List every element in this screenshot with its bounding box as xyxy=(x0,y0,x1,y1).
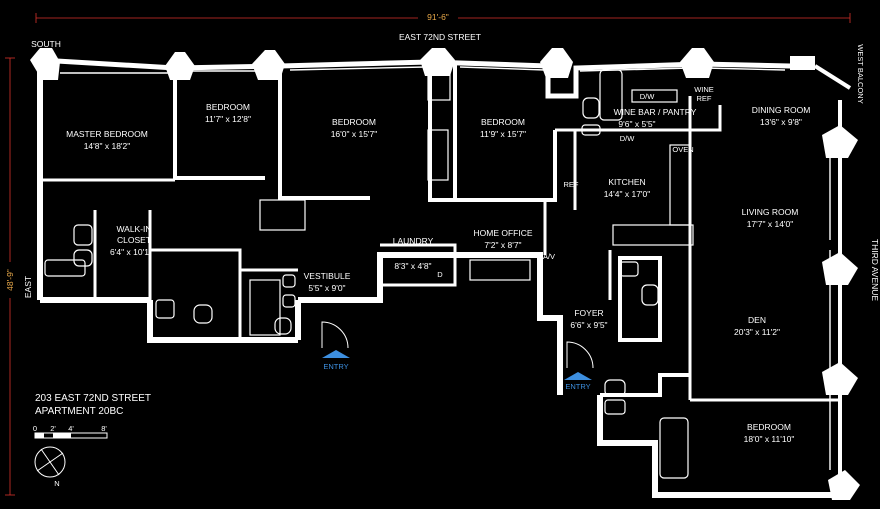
laundry-size: 8'3" x 4'8" xyxy=(394,261,431,271)
street-labels: EAST 72ND STREET SOUTH EAST THIRD AVENUE… xyxy=(23,32,880,301)
master-bedroom-size: 14'8" x 18'2" xyxy=(84,141,131,151)
dining-room-name: DINING ROOM xyxy=(752,105,811,115)
bedroom-2-size: 16'0" x 15'7" xyxy=(331,129,378,139)
ref-label: REF xyxy=(564,180,579,189)
bedroom-4-size: 18'0" x 11'10" xyxy=(744,434,795,444)
dining-room-size: 13'6" x 9'8" xyxy=(760,117,802,127)
height-dimension: 48'-9" xyxy=(5,269,15,291)
room-labels: MASTER BEDROOM 14'8" x 18'2" BEDROOM 11'… xyxy=(66,102,810,444)
entry-arrow-icon xyxy=(322,350,350,358)
oven-label: OVEN xyxy=(672,145,693,154)
dw-label: D/W xyxy=(640,92,656,101)
entry-label-1: ENTRY xyxy=(323,362,348,371)
scale-bar: 0 2' 4' 8' xyxy=(33,424,108,439)
wine-bar-size: 9'6" x 5'5" xyxy=(618,119,655,129)
columns xyxy=(30,48,860,500)
bedroom-3-size: 11'9" x 15'7" xyxy=(480,129,526,139)
east-edge-label: EAST xyxy=(23,276,33,298)
den-name: DEN xyxy=(748,315,766,325)
dw-label-2: D/W xyxy=(620,134,636,143)
compass-icon: N xyxy=(34,446,66,488)
bedroom-1-size: 11'7" x 12'8" xyxy=(205,114,251,124)
kitchen-name: KITCHEN xyxy=(608,177,645,187)
compass-north-label: N xyxy=(54,479,59,488)
kitchen-size: 14'4" x 17'0" xyxy=(604,189,651,199)
north-street-label: EAST 72ND STREET xyxy=(399,32,481,42)
living-room-size: 17'7" x 14'0" xyxy=(747,219,794,229)
scale-tick-2: 2' xyxy=(50,424,56,433)
wine-ref-label-1: WINE xyxy=(694,85,714,94)
bedroom-2-name: BEDROOM xyxy=(332,117,376,127)
vestibule-name: VESTIBULE xyxy=(304,271,351,281)
scale-tick-4: 4' xyxy=(68,424,74,433)
den-size: 20'3" x 11'2" xyxy=(734,327,780,337)
entries: ENTRY ENTRY xyxy=(321,321,594,391)
scale-tick-0: 0 xyxy=(33,424,37,433)
west-balcony-label: WEST BALCONY xyxy=(856,44,865,103)
wine-bar-name: WINE BAR / PANTRY xyxy=(614,107,697,117)
address-line-2: APARTMENT 20BC xyxy=(35,406,123,417)
walk-in-closet-name-2: CLOSET xyxy=(117,235,151,245)
address-block: 203 EAST 72ND STREET APARTMENT 20BC xyxy=(35,393,151,417)
av-label: A/V xyxy=(543,252,555,261)
walls xyxy=(37,57,852,498)
bedroom-1-name: BEDROOM xyxy=(206,102,250,112)
scale-tick-8: 8' xyxy=(101,424,107,433)
walk-in-closet-size: 6'4" x 10'1" xyxy=(110,247,152,257)
master-bedroom-name: MASTER BEDROOM xyxy=(66,129,148,139)
foyer-size: 6'6" x 9'5" xyxy=(570,320,607,330)
washer-label: W xyxy=(436,251,444,260)
home-office-name: HOME OFFICE xyxy=(473,228,532,238)
bedroom-4-name: BEDROOM xyxy=(747,422,791,432)
foyer-name: FOYER xyxy=(574,308,603,318)
dryer-label: D xyxy=(437,270,443,279)
third-avenue-label: THIRD AVENUE xyxy=(870,239,880,302)
living-room-name: LIVING ROOM xyxy=(742,207,799,217)
bedroom-3-name: BEDROOM xyxy=(481,117,525,127)
fixtures xyxy=(44,69,694,479)
south-corner-label: SOUTH xyxy=(31,39,61,49)
vestibule-size: 5'5" x 9'0" xyxy=(308,283,345,293)
home-office-size: 7'2" x 8'7" xyxy=(484,240,521,250)
walk-in-closet-name-1: WALK-IN xyxy=(116,224,151,234)
address-line-1: 203 EAST 72ND STREET xyxy=(35,393,151,404)
width-dimension: 91'-6" xyxy=(427,12,449,22)
entry-label-2: ENTRY xyxy=(565,382,590,391)
entry-arrow-icon-2 xyxy=(564,372,592,380)
wine-ref-label-2: REF xyxy=(697,94,712,103)
laundry-name: LAUNDRY xyxy=(393,236,434,246)
fixture-labels: D/W D/W WINE REF OVEN REF W D A/V xyxy=(436,85,713,279)
